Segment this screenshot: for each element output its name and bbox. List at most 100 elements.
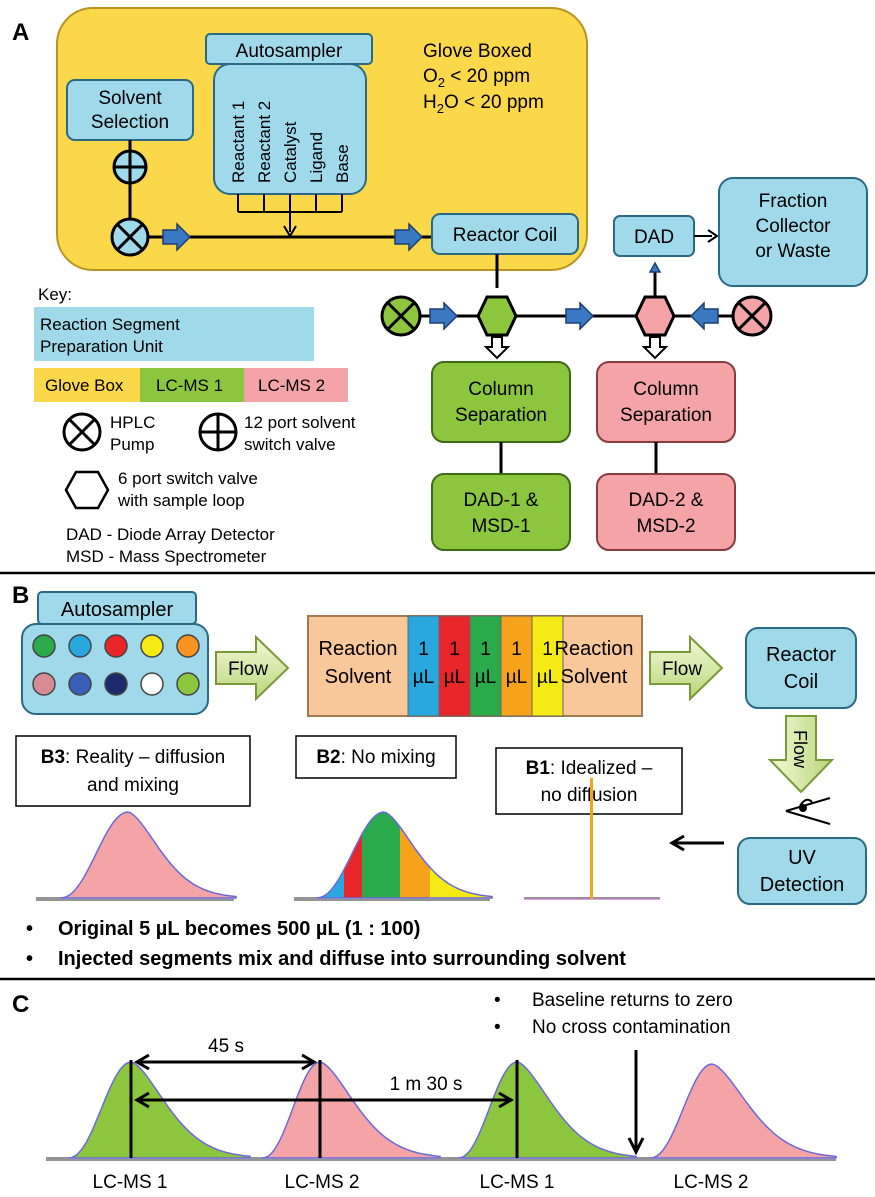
sample-well bbox=[176, 634, 200, 658]
fraction-label-3: or Waste bbox=[755, 241, 830, 262]
hplc-pump-1-icon bbox=[380, 295, 422, 337]
o2-spec: O2 < 20 ppm bbox=[423, 66, 530, 90]
key-hplc-pump-icon bbox=[62, 412, 102, 452]
segment-block bbox=[407, 615, 440, 717]
column-separation-2-box bbox=[596, 361, 736, 443]
sample-well bbox=[104, 634, 128, 658]
c-peak-lcms1 bbox=[67, 1061, 251, 1159]
b3-line-2: and mixing bbox=[87, 775, 179, 796]
segment-volume: 1 bbox=[449, 639, 460, 660]
b2-band bbox=[400, 812, 430, 898]
segment-volume: 1 bbox=[418, 639, 429, 660]
flow-label-3: Flow bbox=[790, 730, 810, 769]
segment-volume: 1 bbox=[511, 639, 522, 660]
flow-arrow-icon bbox=[429, 301, 459, 331]
key-hplc-1: HPLC bbox=[110, 413, 155, 432]
column1-label-1: Column bbox=[468, 379, 533, 400]
key-solvent-switch-valve-icon bbox=[198, 412, 238, 452]
solvent-selection-label-2: Selection bbox=[91, 112, 169, 133]
key-dad-def: DAD - Diode Array Detector bbox=[66, 525, 275, 544]
reactor-coil-b-1: Reactor bbox=[766, 644, 836, 666]
column-separation-1-box bbox=[431, 361, 571, 443]
hollow-arrow-down-icon bbox=[483, 336, 511, 360]
b1-line-1: B1: Idealized – bbox=[526, 758, 653, 779]
key-lcms2-swatch bbox=[244, 368, 348, 402]
glovebox-title: Glove Boxed bbox=[423, 41, 532, 62]
h2o-spec: H2O < 20 ppm bbox=[423, 92, 544, 116]
key-msd-def: MSD - Mass Spectrometer bbox=[66, 547, 267, 566]
reagent-3: Catalyst bbox=[281, 121, 300, 183]
flow-arrow-1 bbox=[215, 634, 290, 702]
key-rspu-1: Reaction Segment bbox=[40, 315, 180, 334]
segment-volume: 1 bbox=[480, 639, 491, 660]
b-bullet-2: Injected segments mix and diffuse into s… bbox=[58, 948, 626, 970]
sample-well bbox=[140, 634, 164, 658]
det2-label-1: DAD-2 & bbox=[629, 490, 704, 511]
segment-unit: µL bbox=[506, 667, 528, 688]
key-lcms2-label: LC-MS 2 bbox=[258, 376, 325, 395]
reagent-2: Reactant 2 bbox=[255, 101, 274, 183]
sample-well bbox=[68, 672, 92, 696]
reagent-1: Reactant 1 bbox=[229, 101, 248, 183]
arrow-down-icon bbox=[627, 1137, 645, 1156]
reagent-4: Ligand bbox=[307, 132, 326, 183]
b2-band bbox=[316, 812, 344, 898]
solvent-switch-valve-icon bbox=[112, 149, 148, 185]
solvent-right-1: Reaction bbox=[555, 638, 634, 660]
flow-label-1: Flow bbox=[228, 659, 268, 680]
b-bullet-1: Original 5 µL becomes 500 µL (1 : 100) bbox=[58, 918, 420, 940]
c-bullet-dot: • bbox=[494, 990, 501, 1011]
key-rspu-swatch bbox=[34, 307, 314, 361]
key-rspu-2: Preparation Unit bbox=[40, 337, 163, 356]
flow-label-2: Flow bbox=[662, 659, 702, 680]
flow-arrow-icon bbox=[689, 301, 719, 331]
c-peak-lcms1 bbox=[457, 1061, 637, 1159]
sample-well bbox=[140, 672, 164, 696]
b-bullet-dot: • bbox=[26, 918, 33, 940]
key-lcms1-swatch bbox=[140, 368, 244, 402]
flow-arrow-down bbox=[767, 715, 835, 794]
uv-label-1: UV bbox=[788, 847, 816, 869]
key-six-port-valve-icon bbox=[64, 470, 110, 510]
key-port6-1: 6 port switch valve bbox=[118, 469, 258, 488]
fraction-label-2: Collector bbox=[756, 216, 832, 237]
c-label-1: LC-MS 1 bbox=[93, 1172, 168, 1193]
uv-label-2: Detection bbox=[760, 874, 845, 896]
reagent-5: Base bbox=[333, 144, 352, 183]
dad-label: DAD bbox=[634, 227, 674, 248]
b3-peak bbox=[36, 811, 237, 901]
det2-label-2: MSD-2 bbox=[636, 516, 695, 537]
c-label-2: LC-MS 2 bbox=[285, 1172, 360, 1193]
solvent-right-2: Solvent bbox=[561, 666, 628, 688]
reagent-labels: Reactant 1 Reactant 2 Catalyst Ligand Ba… bbox=[229, 101, 352, 183]
key-port6-2: with sample loop bbox=[117, 491, 245, 510]
arrow-up-icon bbox=[648, 261, 662, 273]
hplc-pump-icon bbox=[110, 217, 150, 257]
b3-label-box bbox=[15, 735, 251, 807]
segment-volume: 1 bbox=[542, 639, 553, 660]
reactor-coil-label: Reactor Coil bbox=[453, 225, 558, 246]
b3-line-1: B3: Reality – diffusion bbox=[41, 747, 225, 768]
b2-band bbox=[362, 812, 400, 898]
sample-well bbox=[176, 672, 200, 696]
interval-45s: 45 s bbox=[208, 1036, 244, 1057]
flow-arrow-2 bbox=[649, 634, 724, 702]
c-bullet-1: Baseline returns to zero bbox=[532, 990, 733, 1011]
fraction-collector-box bbox=[718, 177, 868, 287]
key-hplc-2: Pump bbox=[110, 435, 154, 454]
b2-label-box bbox=[295, 735, 457, 779]
detector-1-box bbox=[431, 473, 571, 551]
key-port12-2: switch valve bbox=[244, 435, 336, 454]
hplc-pump-2-icon bbox=[731, 295, 773, 337]
six-port-valve-2-icon bbox=[634, 295, 676, 337]
reactor-coil-b-2: Coil bbox=[784, 671, 818, 693]
interval-90s: 1 m 30 s bbox=[390, 1074, 463, 1095]
solvent-left-2: Solvent bbox=[325, 666, 392, 688]
segment-block bbox=[469, 615, 502, 717]
solvent-left-1: Reaction bbox=[319, 638, 398, 660]
column2-label-2: Separation bbox=[620, 405, 712, 426]
key-glovebox-swatch bbox=[34, 368, 140, 402]
reactor-coil-b-box bbox=[745, 627, 857, 709]
